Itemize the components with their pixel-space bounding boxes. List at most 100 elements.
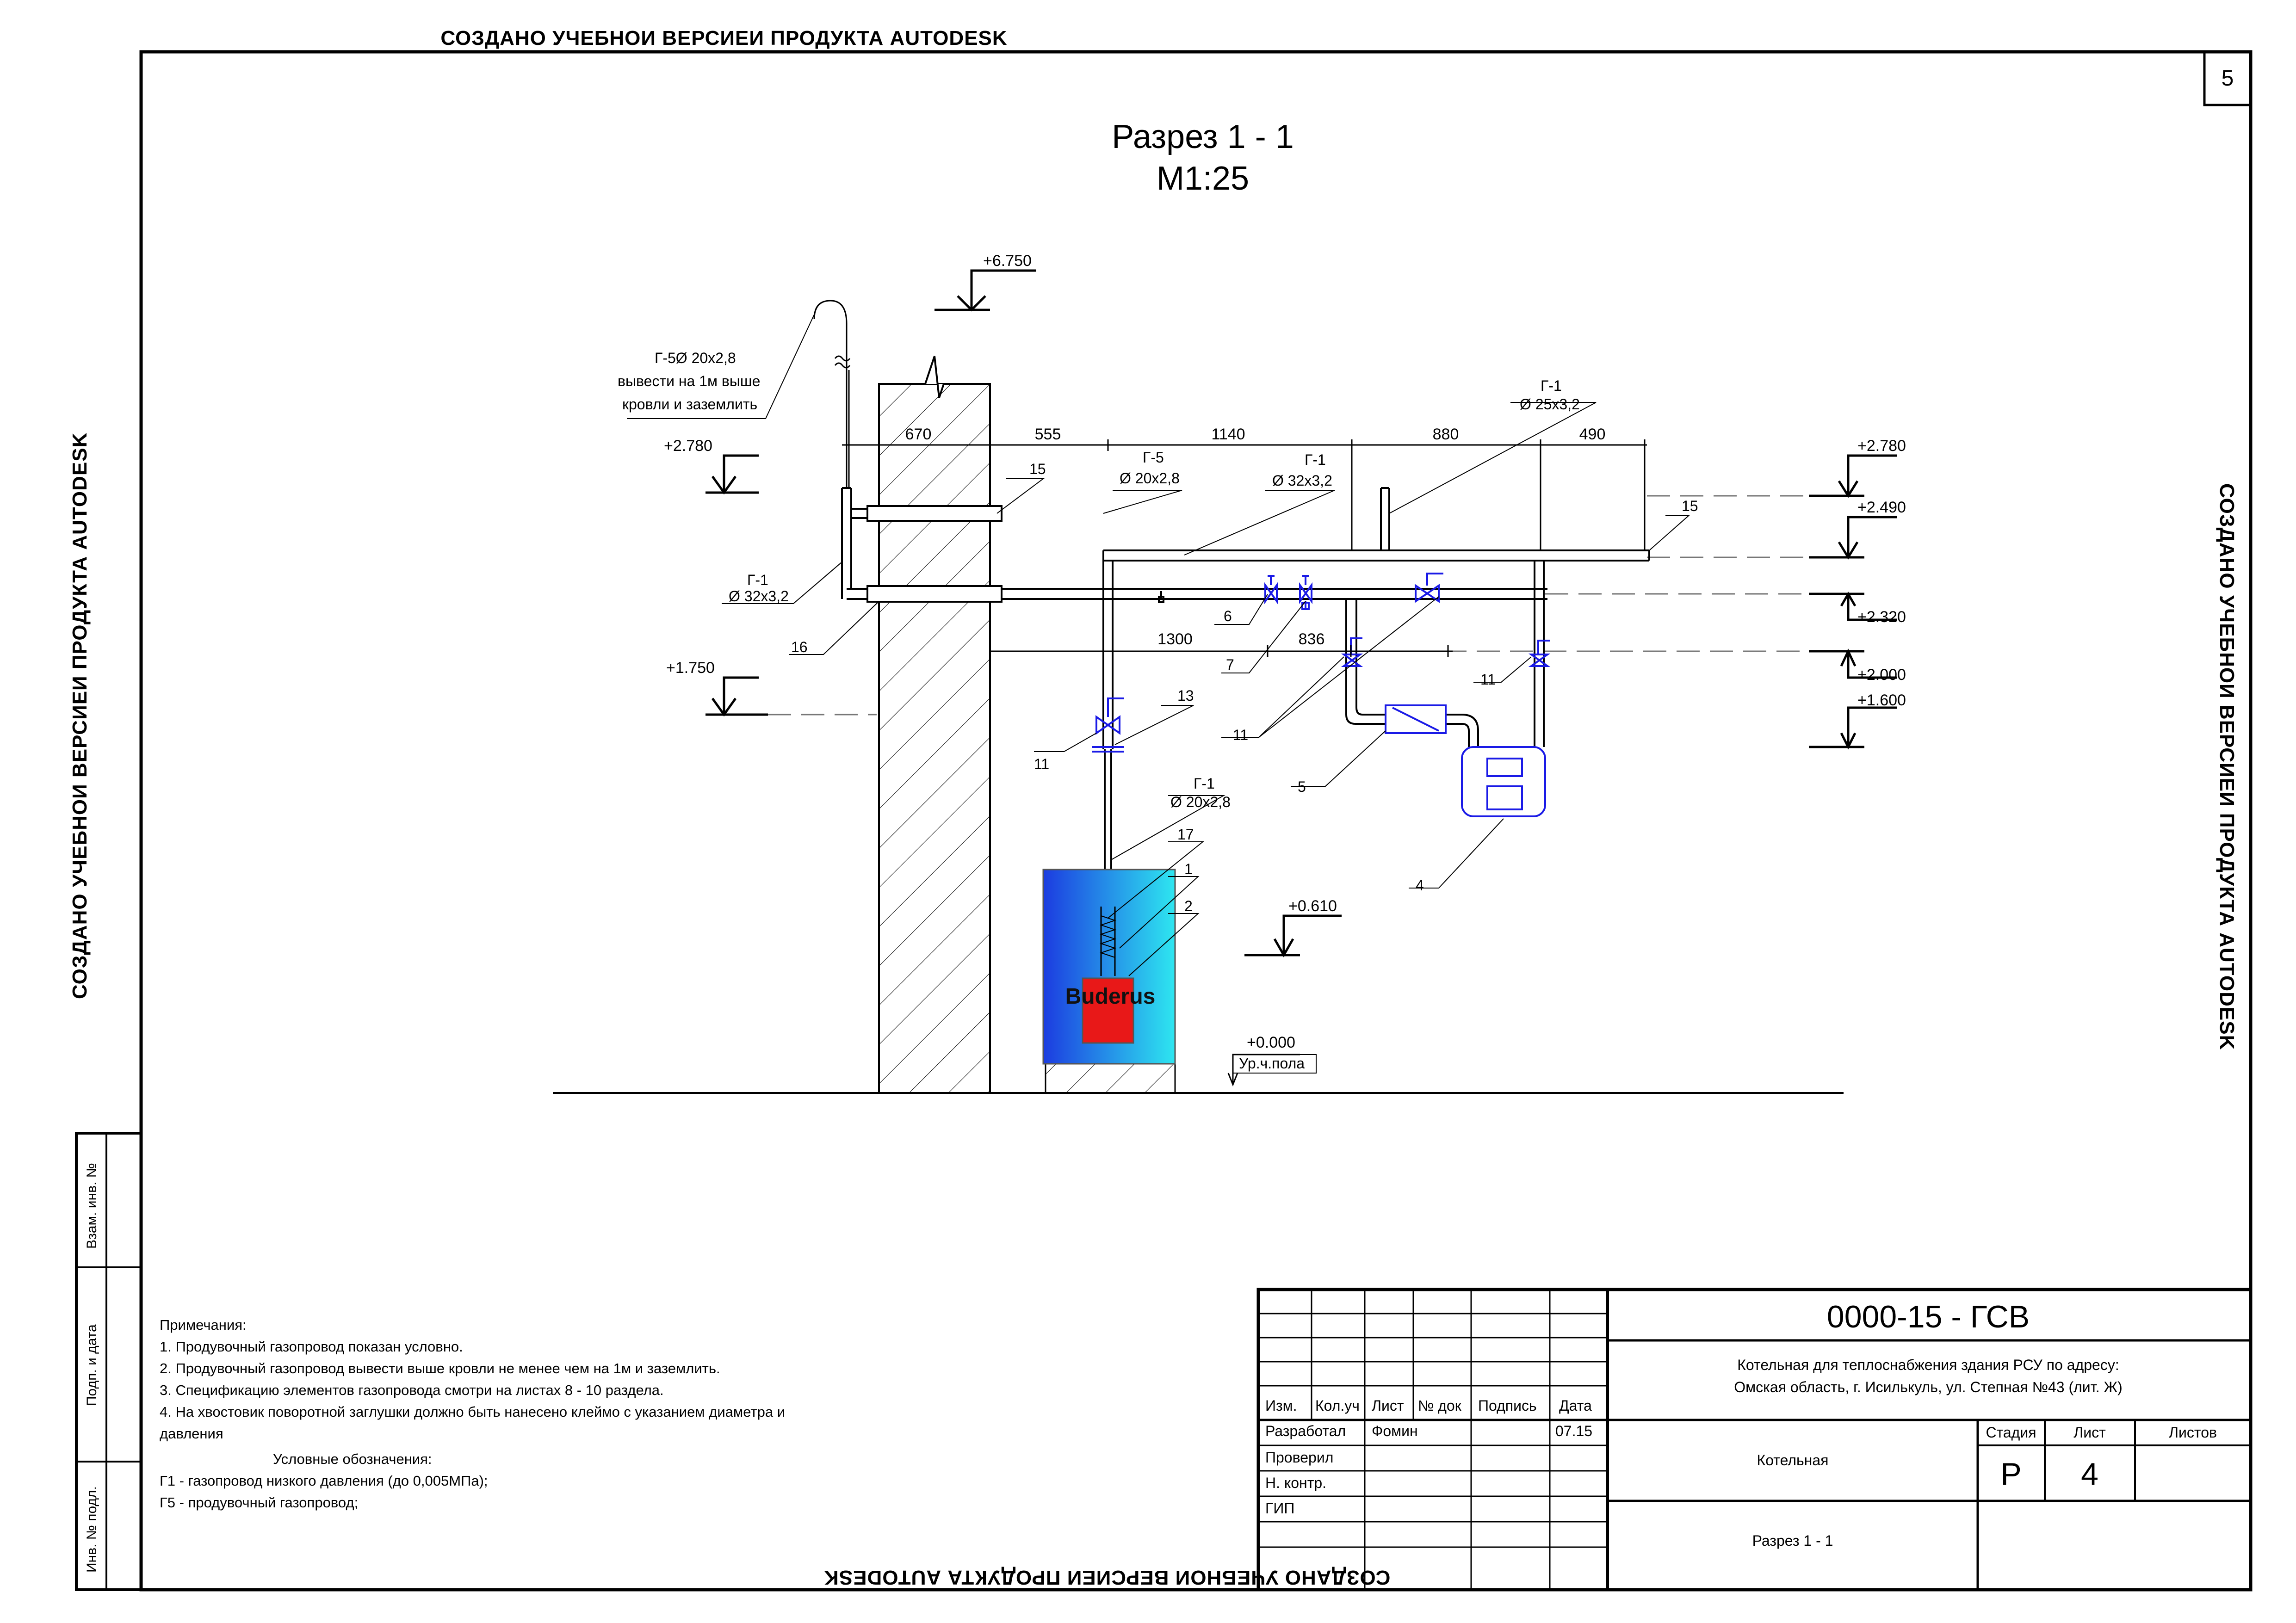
dimension-values: 670 555 1140 880 490 1300 836: [905, 426, 1606, 648]
title-block-text: 0000-15 - ГСВ Котельная для теплоснабжен…: [1265, 1299, 2217, 1549]
callout-labels: Г-5Ø 20х2,8 вывести на 1м выше кровли и …: [618, 350, 1698, 914]
side-stamp-inv: Инв. № подл.: [84, 1486, 99, 1573]
svg-text:Г1 - газопровод низкого давлен: Г1 - газопровод низкого давления (до 0,0…: [160, 1473, 488, 1489]
page-number: 5: [2222, 66, 2234, 91]
label-g1-mid: Г-1: [1305, 451, 1326, 468]
label-g5-note1: вывести на 1м выше: [618, 373, 760, 389]
level-marks: [706, 269, 1897, 1087]
valve-6: [1264, 582, 1278, 605]
side-stamp-podp: Подп. и дата: [84, 1324, 99, 1406]
svg-text:ГИП: ГИП: [1265, 1500, 1294, 1517]
boiler-brand: Buderus: [1065, 984, 1156, 1009]
svg-text:4. На хвостовик поворотной заг: 4. На хвостовик поворотной заглушки долж…: [160, 1404, 785, 1420]
svg-text:Кол.уч: Кол.уч: [1315, 1397, 1360, 1414]
watermark-top: СОЗДАНО УЧЕБНОИ ВЕРСИЕИ ПРОДУКТА AUTODES…: [440, 27, 1008, 49]
section-title: Разрез 1 - 1: [1112, 118, 1293, 155]
svg-text:1140: 1140: [1211, 426, 1245, 443]
svg-text:670: 670: [905, 426, 932, 443]
boiler: Buderus: [1042, 869, 1176, 1065]
label-g1-low-dia: Ø 20х2,8: [1170, 794, 1231, 810]
label-g1-left-dia: Ø 32х3,2: [729, 588, 789, 605]
drawing-code: 0000-15 - ГСВ: [1827, 1299, 2030, 1334]
svg-text:2: 2: [1184, 898, 1193, 914]
label-g1-low: Г-1: [1194, 775, 1215, 792]
svg-text:+0.000: +0.000: [1247, 1034, 1295, 1051]
svg-text:Стадия: Стадия: [1986, 1424, 2036, 1441]
svg-text:Г5 - продувочный газопровод;: Г5 - продувочный газопровод;: [160, 1494, 358, 1511]
svg-text:4: 4: [2081, 1456, 2098, 1492]
valve-11-right: [1528, 654, 1551, 667]
label-g1-left: Г-1: [747, 572, 768, 588]
svg-text:6: 6: [1224, 608, 1232, 624]
svg-text:Разрез 1 - 1: Разрез 1 - 1: [1752, 1532, 1833, 1549]
purge-pipe: [813, 300, 851, 488]
svg-text:16: 16: [791, 639, 808, 655]
svg-text:+6.750: +6.750: [983, 252, 1032, 270]
svg-text:Дата: Дата: [1559, 1397, 1592, 1414]
svg-text:+2.000: +2.000: [1857, 666, 1906, 684]
label-g1-mid-dia: Ø 32х3,2: [1272, 472, 1332, 489]
title-block: [1256, 1288, 2253, 1592]
svg-text:11: 11: [1034, 756, 1049, 772]
svg-text:Разработал: Разработал: [1265, 1423, 1346, 1439]
svg-text:4: 4: [1416, 877, 1424, 894]
svg-text:11: 11: [1233, 727, 1248, 743]
svg-text:Ур.ч.пола: Ур.ч.пола: [1239, 1055, 1305, 1072]
svg-text:Лист: Лист: [2073, 1424, 2106, 1441]
svg-text:2. Продувочный газопровод выв: 2. Продувочный газопровод вывести выше к…: [160, 1360, 720, 1376]
svg-text:15: 15: [1682, 498, 1698, 514]
svg-text:1: 1: [1184, 861, 1193, 877]
svg-text:Изм.: Изм.: [1265, 1397, 1297, 1414]
svg-text:836: 836: [1299, 630, 1325, 648]
gas-filter: [1385, 704, 1447, 734]
svg-text:5: 5: [1298, 778, 1306, 795]
svg-text:Примечания:: Примечания:: [160, 1317, 247, 1333]
svg-text:Лист: Лист: [1372, 1397, 1404, 1414]
dimension-lines: [842, 439, 1647, 657]
valve-11-left: [1095, 715, 1120, 735]
svg-text:Листов: Листов: [2169, 1424, 2217, 1441]
svg-text:Подпись: Подпись: [1478, 1397, 1537, 1414]
label-g5-pipe: Г-5Ø 20х2,8: [655, 350, 736, 366]
svg-text:555: 555: [1035, 426, 1061, 443]
svg-text:1300: 1300: [1157, 630, 1193, 648]
svg-text:Фомин: Фомин: [1372, 1423, 1418, 1439]
section-scale: М1:25: [1157, 160, 1249, 197]
side-stamp: Взам. инв. № Подп. и дата Инв. № подл.: [84, 1163, 99, 1573]
svg-text:+2.780: +2.780: [664, 437, 712, 455]
svg-text:1. Продувочный газопровод пок: 1. Продувочный газопровод показан условн…: [160, 1339, 463, 1355]
svg-text:17: 17: [1177, 826, 1194, 843]
label-g1-top: Г-1: [1541, 377, 1562, 394]
svg-text:№ док: № док: [1418, 1397, 1462, 1414]
frame: [75, 50, 2253, 1592]
svg-text:Р: Р: [2000, 1456, 2021, 1492]
label-g5-note2: кровли и заземлить: [622, 396, 757, 413]
svg-text:Котельная: Котельная: [1757, 1452, 1829, 1469]
leaders: [627, 314, 1690, 976]
svg-text:11: 11: [1480, 671, 1496, 688]
svg-text:+1.750: +1.750: [666, 659, 715, 677]
gas-meter: [1461, 746, 1546, 817]
svg-text:Проверил: Проверил: [1265, 1449, 1333, 1466]
svg-text:+2.320: +2.320: [1857, 608, 1906, 626]
level-values: +6.750 +2.780 +1.750 +2.780 +2.490 +2.32…: [664, 252, 1906, 1072]
valve-7: [1299, 582, 1312, 605]
svg-text:15: 15: [1029, 461, 1046, 477]
valves: [1092, 573, 1551, 817]
svg-text:+2.490: +2.490: [1857, 499, 1906, 516]
valve-main: [1415, 584, 1440, 603]
label-g5-mid-dia: Ø 20х2,8: [1120, 470, 1180, 487]
label-g1-top-dia: Ø 25х3,2: [1520, 396, 1580, 413]
wall: [878, 356, 1176, 1094]
svg-text:+2.780: +2.780: [1857, 437, 1906, 455]
svg-text:13: 13: [1177, 687, 1194, 704]
svg-text:+1.600: +1.600: [1857, 691, 1906, 709]
side-stamp-vzam: Взам. инв. №: [84, 1163, 99, 1249]
svg-text:Н. контр.: Н. контр.: [1265, 1475, 1326, 1491]
notes: Примечания: 1. Продувочный газопровод по…: [160, 1317, 785, 1511]
label-g5-mid: Г-5: [1143, 449, 1164, 466]
svg-text:+0.610: +0.610: [1288, 897, 1337, 915]
level-lines: [768, 495, 1820, 716]
svg-text:490: 490: [1579, 426, 1606, 443]
